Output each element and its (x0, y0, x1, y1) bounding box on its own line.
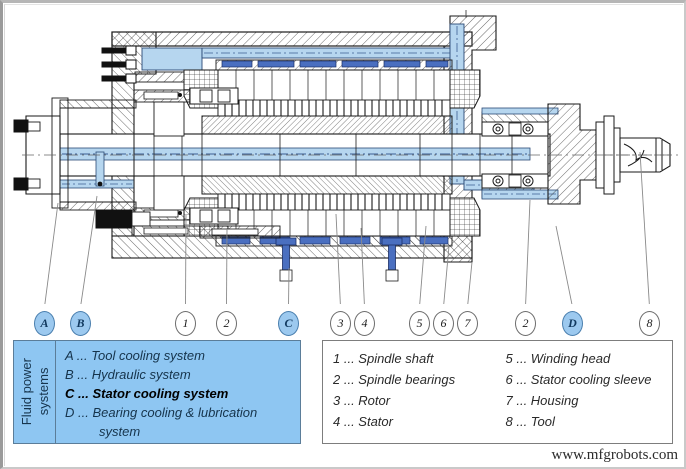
leader-line-3-5 (335, 213, 341, 304)
callout-bubble-a-0[interactable]: A (34, 311, 55, 336)
legend-fluid-power-systems: Fluid power systems A ... Tool cooling s… (13, 340, 301, 444)
leader-line-c-4 (288, 267, 290, 304)
callout-bubble-5-7[interactable]: 5 (409, 311, 430, 336)
part-legend-item-1: 1 ... Spindle shaft (333, 351, 434, 366)
callout-bubble-6-8[interactable]: 6 (433, 311, 454, 336)
legend-fluid-items: A ... Tool cooling system B ... Hydraulic… (56, 341, 300, 443)
callout-bubble-d-11[interactable]: D (562, 311, 583, 336)
part-legend-item-2: 2 ... Spindle bearings (333, 372, 456, 387)
part-legend-item-7: 7 ... Housing (505, 393, 579, 408)
internal-detail-blocks (95, 101, 281, 239)
tool-cooling-chamber-A (101, 45, 210, 84)
fluid-legend-item-c: C ... Stator cooling system (65, 386, 229, 401)
legend-fluid-side-label: Fluid power systems (14, 341, 56, 443)
leader-line-6-8 (443, 245, 450, 304)
leader-line-7-9 (467, 261, 473, 304)
stator-cooling-port-left (275, 237, 297, 282)
stator-cooling-port-right (381, 237, 403, 282)
callout-bubble-c-4[interactable]: C (278, 311, 299, 336)
fluid-legend-item-b: B ... Hydraulic system (65, 367, 191, 382)
rotor-top (201, 115, 453, 135)
part-legend-item-8: 8 ... Tool (505, 414, 555, 429)
part-legend-item-5: 5 ... Winding head (505, 351, 611, 366)
fluid-legend-item-a: A ... Tool cooling system (65, 348, 205, 363)
legend-parts-left-column: 1 ... Spindle shaft 2 ... Spindle bearing… (333, 348, 500, 443)
leader-lines (44, 151, 650, 304)
spindle-cross-section-drawing (13, 10, 680, 304)
leader-line-4-6 (360, 227, 365, 304)
drawing-geometry (13, 10, 680, 282)
watermark: www.mfgrobots.com (551, 447, 678, 463)
winding-head-top-right (449, 69, 481, 109)
leader-line-5-7 (419, 225, 427, 304)
stator-cooling-sleeve-top (215, 59, 453, 71)
leader-line-2-10 (525, 199, 531, 304)
leader-line-d-11 (555, 225, 573, 304)
leader-line-b-1 (80, 195, 98, 304)
callout-bubble-7-9[interactable]: 7 (457, 311, 478, 336)
leader-line-a-0 (44, 202, 59, 304)
fluid-legend-item-d-continuation: system (99, 424, 141, 439)
callout-bubble-4-6[interactable]: 4 (354, 311, 375, 336)
legend-row: Fluid power systems A ... Tool cooling s… (0, 338, 686, 466)
spindle-bearings-rear (189, 87, 239, 225)
part-legend-item-6: 6 ... Stator cooling sleeve (505, 372, 652, 387)
leader-line-2-3 (226, 227, 228, 304)
callout-bubble-8-12[interactable]: 8 (639, 311, 660, 336)
callout-bubble-1-2[interactable]: 1 (175, 311, 196, 336)
part-legend-item-4: 4 ... Stator (333, 414, 393, 429)
winding-head-bottom-right (449, 197, 481, 237)
legend-parts-right-column: 5 ... Winding head 6 ... Stator cooling s… (500, 348, 673, 443)
rotor-bottom (201, 175, 453, 195)
leader-line-8-12 (639, 151, 650, 304)
spindle-nose (547, 103, 621, 205)
legend-part-numbers: 1 ... Spindle shaft 2 ... Spindle bearing… (322, 340, 673, 444)
callout-bubble-2-10[interactable]: 2 (515, 311, 536, 336)
legend-fluid-side-label-text: Fluid power systems (18, 358, 51, 426)
callout-bubble-b-1[interactable]: B (70, 311, 91, 336)
stator-laminations-top (217, 69, 451, 117)
part-legend-item-3: 3 ... Rotor (333, 393, 391, 408)
callout-bubble-2-3[interactable]: 2 (216, 311, 237, 336)
leader-line-1-2 (185, 214, 187, 304)
callout-bubble-3-5[interactable]: 3 (330, 311, 351, 336)
